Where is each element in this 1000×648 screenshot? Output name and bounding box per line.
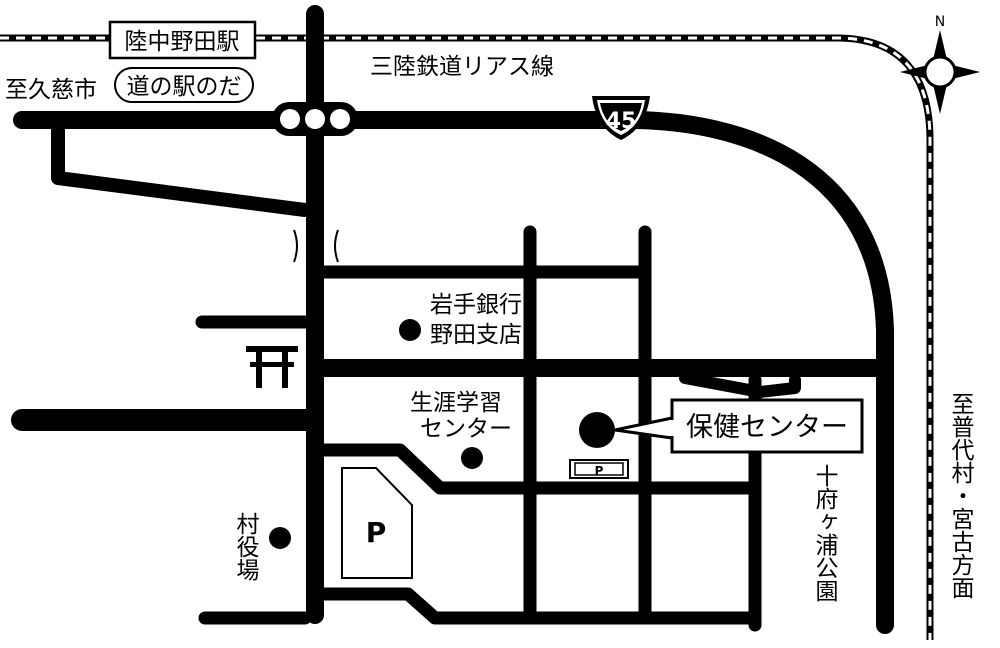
traffic-light-icon xyxy=(272,102,358,136)
station-rikuchu-noda: 陸中野田駅 xyxy=(108,20,257,60)
street-lower-wavy xyxy=(313,443,762,495)
health-center-label: 保健センター xyxy=(686,412,848,443)
route-45-number: 45 xyxy=(606,109,637,134)
parking-lot-icon: P xyxy=(341,467,413,579)
compass-north-label: N xyxy=(935,14,945,30)
iwate-bank-label-line1: 岩手銀行 xyxy=(430,292,522,318)
michi-no-eki-label: 道の駅のだ xyxy=(127,74,242,100)
iwate-bank-marker: 岩手銀行 野田支店 xyxy=(399,292,522,348)
road-network xyxy=(11,5,894,634)
route-45-road xyxy=(13,110,894,634)
street-diagonal-right xyxy=(679,372,801,398)
lifelong-learning-label-line1: 生涯学習 xyxy=(410,390,502,416)
iwate-bank-label-line2: 野田支店 xyxy=(430,322,522,348)
station-label: 陸中野田駅 xyxy=(125,29,240,55)
tofugaura-park-label: 十府ヶ浦公園 xyxy=(811,464,839,602)
street-bottom xyxy=(313,587,762,625)
railway-line xyxy=(0,34,934,640)
village-office-marker: 村役場 xyxy=(232,512,291,581)
health-center-parking-symbol: P xyxy=(595,464,604,478)
lifelong-learning-center-marker: 生涯学習 センター xyxy=(410,390,512,469)
direction-fudai-miyako-label: 至普代村・宮古方面 xyxy=(947,392,975,599)
parking-lot-symbol: P xyxy=(366,516,387,549)
health-center-callout: 保健センター xyxy=(614,398,864,454)
direction-kuji-label: 至久慈市 xyxy=(5,77,97,103)
village-office-label: 村役場 xyxy=(232,512,260,581)
health-center-marker: P xyxy=(569,412,629,479)
shrine-gate-icon xyxy=(246,346,298,388)
michi-no-eki-badge: 道の駅のだ xyxy=(114,67,254,103)
bridge-marks xyxy=(293,229,339,263)
route-45-shield-icon: 45 xyxy=(592,96,650,140)
lifelong-learning-label-line2: センター xyxy=(420,416,512,442)
compass-icon: N xyxy=(900,14,980,114)
railway-name-label: 三陸鉄道リアス線 xyxy=(370,54,554,80)
spur-road xyxy=(51,119,312,217)
